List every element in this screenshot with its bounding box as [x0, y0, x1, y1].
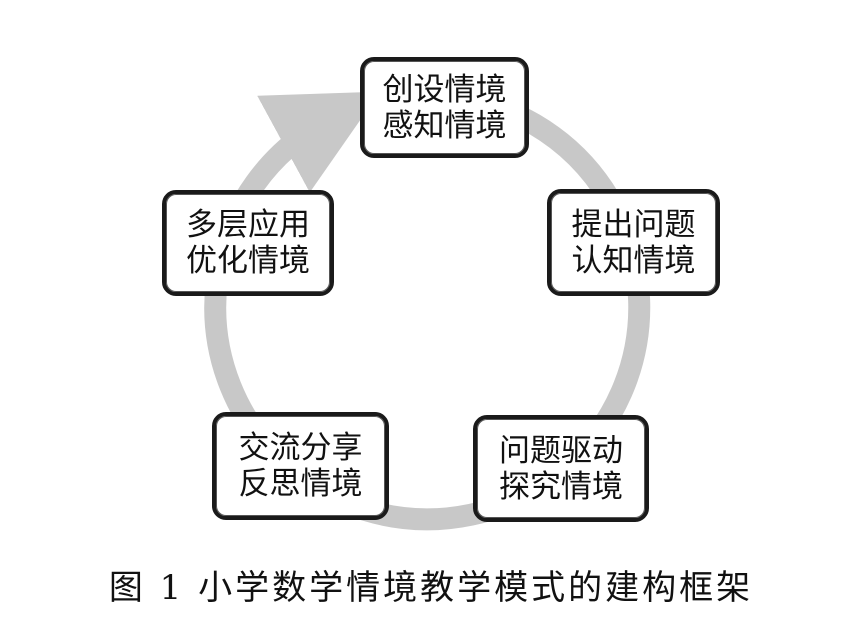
node-pose-question: 提出问题 认知情境: [547, 189, 720, 296]
node-line-1: 交流分享: [238, 430, 363, 466]
node-line-1: 问题驱动: [499, 432, 623, 469]
node-line-2: 探究情境: [499, 468, 623, 505]
node-line-1: 提出问题: [571, 206, 696, 243]
node-communicate-share: 交流分享 反思情境: [212, 412, 389, 520]
node-multi-level-apply: 多层应用 优化情境: [162, 190, 334, 296]
node-line-1: 多层应用: [186, 207, 310, 243]
node-line-2: 优化情境: [186, 243, 310, 279]
node-line-2: 反思情境: [238, 466, 363, 502]
node-line-2: 认知情境: [571, 242, 696, 279]
node-problem-driven: 问题驱动 探究情境: [473, 415, 649, 522]
node-line-1: 创设情境: [382, 71, 507, 108]
node-create-situation: 创设情境 感知情境: [360, 57, 529, 158]
node-line-2: 感知情境: [382, 107, 507, 144]
figure-caption: 图 1 小学数学情境教学模式的建构框架: [108, 568, 754, 608]
